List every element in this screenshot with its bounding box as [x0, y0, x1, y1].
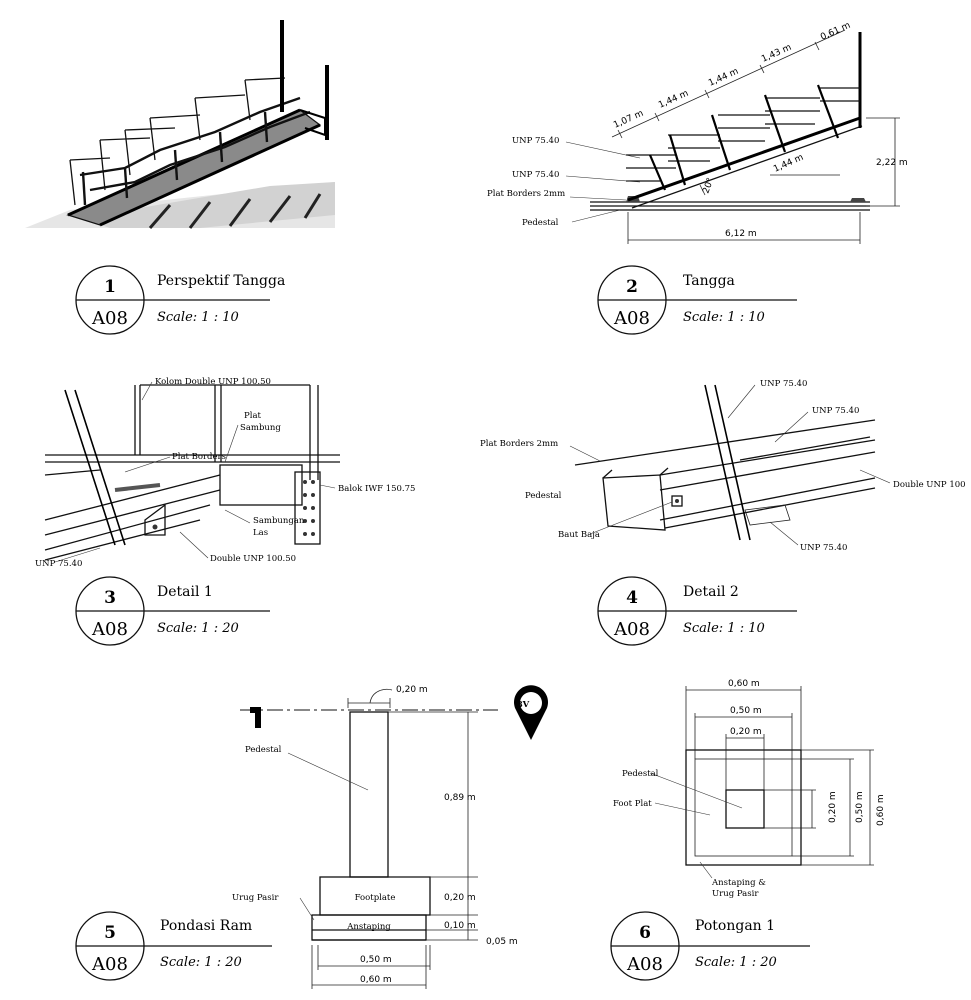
sheet-number: A08 — [626, 954, 663, 975]
drawing-title: Pondasi Ram — [160, 918, 252, 934]
dim-step-5: 0,61 m — [819, 21, 852, 43]
drawing-title: Potongan 1 — [695, 918, 775, 934]
sheet-number: A08 — [91, 954, 128, 975]
drawing-number: 6 — [639, 923, 651, 943]
drawing-title: Detail 2 — [683, 584, 739, 600]
foundation-annotations: 0,20 m 8V Pedestal 0,89 m Footplate Anst… — [232, 685, 530, 985]
label-plat-borders: Plat Borders 2mm — [480, 439, 558, 449]
label-unp-2: UNP 75.40 — [512, 170, 559, 180]
title-block-3: 3 A08 Detail 1 Scale: 1 : 20 — [75, 576, 270, 646]
drawing-title: Perspektif Tangga — [157, 273, 285, 289]
dim-anstaping-height: 0,10 m — [444, 921, 476, 931]
label-plat-sambung-1: Plat — [244, 411, 262, 421]
dim-step-1: 1,07 m — [612, 109, 645, 131]
label-unp-bottom: UNP 75.40 — [800, 543, 847, 553]
sheet-number: A08 — [91, 619, 128, 640]
title-block-1: 1 A08 Perspektif Tangga Scale: 1 : 10 — [75, 265, 285, 335]
section-mark-8v — [514, 685, 548, 740]
label-baut-baja: Baut Baja — [558, 530, 600, 540]
dim-footplate-width: 0,50 m — [360, 955, 392, 965]
detail-2-annotations: UNP 75.40 UNP 75.40 Plat Borders 2mm Ped… — [480, 379, 966, 553]
label-plat-borders: Plat Borders 2mm — [487, 189, 565, 199]
dim-length: 6,12 m — [725, 229, 757, 239]
dim-inner-width: 0,20 m — [730, 727, 762, 737]
drawing-number: 2 — [626, 277, 638, 297]
label-plat-borders: Plat Borders — [172, 452, 226, 462]
label-urug-pasir: Urug Pasir — [712, 889, 759, 899]
sheet-number: A08 — [613, 308, 650, 329]
detail-2-drawing — [569, 384, 891, 546]
label-anstaping: Anstaping — [346, 922, 391, 932]
label-unp: UNP 75.40 — [35, 559, 82, 569]
drawing-scale: Scale: 1 : 20 — [160, 955, 242, 970]
dim-top: 0,20 m — [396, 685, 428, 695]
label-pedestal: Pedestal — [522, 218, 559, 228]
label-section-mark: 8V — [517, 700, 530, 710]
drawing-scale: Scale: 1 : 10 — [683, 621, 765, 636]
drawing-scale: Scale: 1 : 10 — [683, 310, 765, 325]
label-pedestal: Pedestal — [525, 491, 562, 501]
drawing-scale: Scale: 1 : 20 — [695, 955, 777, 970]
dim-mid-height: 0,50 m — [855, 791, 865, 823]
dim-outer-width: 0,60 m — [728, 679, 760, 689]
drawing-number: 5 — [104, 923, 116, 943]
label-plat-sambung-2: Sambung — [240, 423, 281, 433]
detail-1-drawing — [44, 381, 340, 563]
title-block-4: 4 A08 Detail 2 Scale: 1 : 10 — [597, 576, 797, 646]
dim-angle: 20° — [701, 177, 716, 195]
drawing-title: Detail 1 — [157, 584, 213, 600]
label-kolom: Kolom Double UNP 100.50 — [155, 377, 271, 387]
dim-base-width: 0,60 m — [360, 975, 392, 985]
label-double-unp: Double UNP 100.50 — [210, 554, 296, 564]
foundation-section-drawing — [240, 685, 548, 989]
label-balok: Balok IWF 150.75 — [338, 484, 415, 494]
drawing-number: 1 — [104, 277, 116, 297]
label-anstaping: Anstaping & — [711, 878, 766, 888]
label-unp-1: UNP 75.40 — [512, 136, 559, 146]
drawing-scale: Scale: 1 : 20 — [157, 621, 239, 636]
dim-outer-height: 0,60 m — [876, 794, 886, 826]
title-block-2: 2 A08 Tangga Scale: 1 : 10 — [597, 265, 797, 335]
plan-annotations: 0,60 m 0,50 m 0,20 m Pedestal Foot Plat … — [613, 679, 886, 899]
drawing-number: 3 — [104, 588, 116, 608]
label-unp-top: UNP 75.40 — [760, 379, 807, 389]
label-urug-pasir: Urug Pasir — [232, 893, 279, 903]
label-foot-plat: Foot Plat — [613, 799, 652, 809]
dim-step-2: 1,44 m — [657, 89, 690, 111]
dim-inner-height: 0,20 m — [828, 791, 838, 823]
dim-mid-width: 0,50 m — [730, 706, 762, 716]
dim-height: 2,22 m — [876, 158, 908, 168]
dim-footplate-height: 0,20 m — [444, 893, 476, 903]
dim-pedestal-height: 0,89 m — [444, 793, 476, 803]
detail-1-annotations: Kolom Double UNP 100.50 Plat Sambung Pla… — [35, 377, 415, 569]
label-footplate: Footplate — [355, 893, 396, 903]
label-unp-mid: UNP 75.40 — [812, 406, 859, 416]
title-block-6: 6 A08 Potongan 1 Scale: 1 : 20 — [610, 911, 810, 981]
drawing-title: Tangga — [683, 273, 735, 289]
drawing-number: 4 — [626, 588, 638, 608]
sheet-number: A08 — [613, 619, 650, 640]
perspective-stair-drawing — [25, 20, 335, 229]
drawing-scale: Scale: 1 : 10 — [157, 310, 239, 325]
dim-sand-height: 0,05 m — [486, 937, 518, 947]
plan-section-drawing — [649, 686, 874, 879]
sheet-number: A08 — [91, 308, 128, 329]
stair-elevation-drawing — [565, 29, 900, 244]
label-las: Las — [253, 528, 268, 538]
label-pedestal: Pedestal — [245, 745, 282, 755]
title-block-5: 5 A08 Pondasi Ram Scale: 1 : 20 — [75, 911, 272, 981]
label-double-unp: Double UNP 100 — [893, 480, 966, 490]
label-pedestal: Pedestal — [622, 769, 659, 779]
label-sambungan: Sambungan — [253, 516, 305, 526]
